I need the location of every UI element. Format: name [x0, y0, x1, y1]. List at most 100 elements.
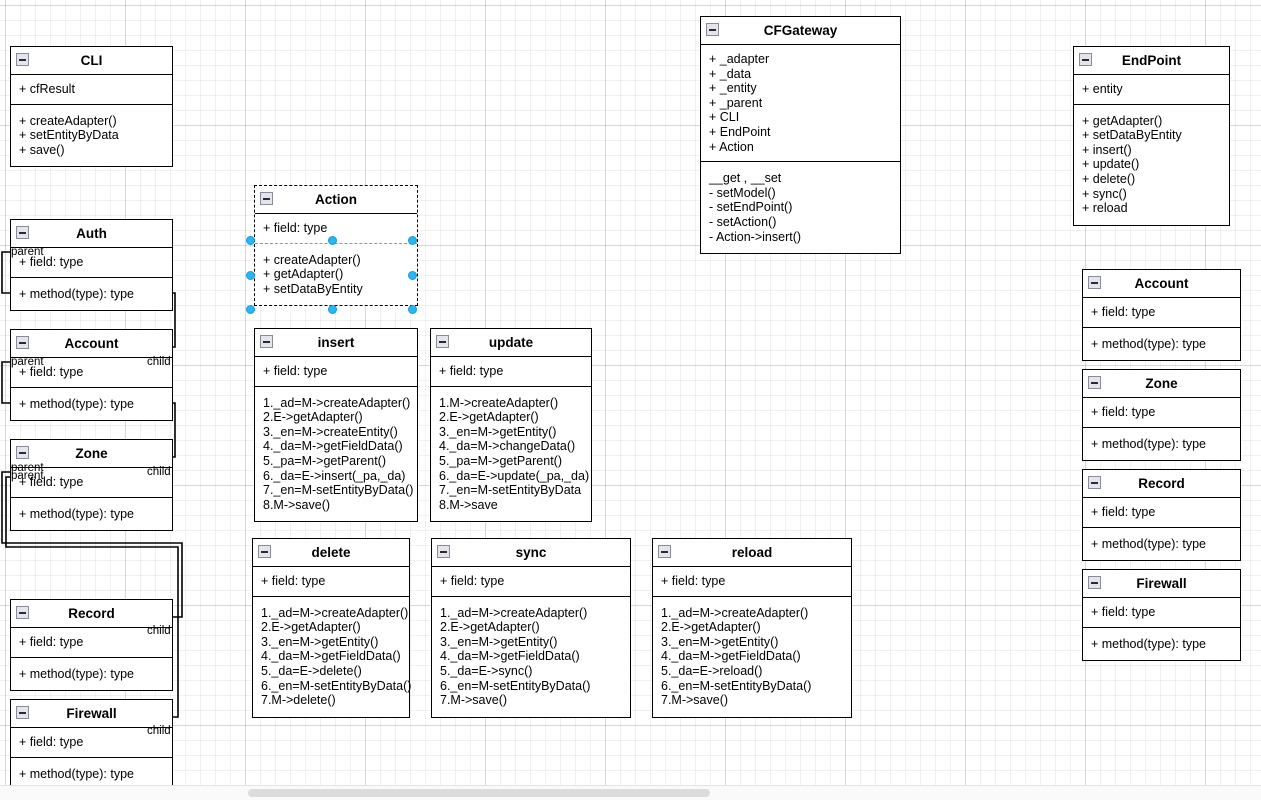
horizontal-scrollbar[interactable]: [0, 785, 1261, 800]
collapse-minus-icon[interactable]: [1088, 476, 1101, 489]
uml-class-name: Firewall: [1136, 576, 1187, 591]
uml-operation-row: 4._da=M->getFieldData(): [440, 649, 580, 664]
collapse-minus-icon[interactable]: [258, 545, 271, 558]
resize-handle[interactable]: [408, 236, 417, 245]
uml-operation-row: 4._da=M->getFieldData(): [661, 649, 801, 664]
uml-attributes-compartment: + field: type: [253, 567, 409, 597]
collapse-minus-icon[interactable]: [16, 336, 29, 349]
uml-attributes-compartment: + field: type: [255, 357, 417, 387]
uml-class-record-right[interactable]: Record+ field: type+ method(type): type: [1082, 469, 1241, 562]
uml-class-cfgateway[interactable]: CFGateway+ _adapter+ _data+ _entity+ _pa…: [700, 16, 901, 255]
resize-handle[interactable]: [408, 305, 417, 314]
uml-operation-row: 5._pa=M->getParent(): [439, 453, 562, 468]
uml-class-firewall-right[interactable]: Firewall+ field: type+ method(type): typ…: [1082, 569, 1241, 662]
uml-attributes-compartment: + field: type: [653, 567, 851, 597]
uml-class-account-right[interactable]: Account+ field: type+ method(type): type: [1082, 269, 1241, 362]
uml-operations-compartment: + getAdapter()+ setDataByEntity+ insert(…: [1074, 105, 1229, 225]
resize-handle[interactable]: [328, 305, 337, 314]
uml-operations-compartment: 1.M->createAdapter()2.E->getAdapter()3._…: [431, 387, 591, 522]
collapse-minus-icon[interactable]: [1088, 576, 1101, 589]
collapse-minus-icon[interactable]: [16, 606, 29, 619]
association-role-label: parent: [11, 356, 44, 368]
collapse-minus-icon[interactable]: [1079, 53, 1092, 66]
uml-attribute-row: + field: type: [19, 365, 84, 379]
uml-operation-row: 2.E->getAdapter(): [261, 620, 361, 635]
uml-attribute-row: + _data: [709, 66, 752, 81]
uml-operation-row: 3._en=M->getEntity(): [439, 424, 557, 439]
uml-class-title: Firewall: [1083, 570, 1240, 598]
uml-operations-compartment: + method(type): type: [1083, 528, 1240, 561]
uml-class-cli[interactable]: CLI+ cfResult+ createAdapter()+ setEntit…: [10, 46, 173, 168]
uml-operation-row: 3._en=M->getEntity(): [440, 634, 558, 649]
uml-operation-row: 7._en=M-setEntityByData: [439, 483, 582, 498]
uml-class-auth[interactable]: Auth+ field: type+ method(type): type: [10, 219, 173, 312]
collapse-minus-icon[interactable]: [706, 23, 719, 36]
uml-class-zone-left[interactable]: Zone+ field: type+ method(type): type: [10, 439, 173, 532]
uml-operations-compartment: 1._ad=M->createAdapter()2.E->getAdapter(…: [432, 597, 630, 717]
uml-operation-row: 5._da=E->sync(): [440, 663, 533, 678]
uml-attributes-compartment: + field: type: [432, 567, 630, 597]
uml-class-firewall-left[interactable]: Firewall+ field: type+ method(type): typ…: [10, 699, 173, 792]
collapse-minus-icon[interactable]: [436, 335, 449, 348]
uml-class-name: Account: [1134, 276, 1189, 291]
uml-operation-row: + method(type): type: [1091, 536, 1206, 551]
collapse-minus-icon[interactable]: [16, 706, 29, 719]
resize-handle[interactable]: [328, 236, 337, 245]
uml-class-endpoint[interactable]: EndPoint+ entity+ getAdapter()+ setDataB…: [1073, 46, 1230, 226]
uml-class-title: reload: [653, 539, 851, 567]
uml-operations-compartment: 1._ad=M->createAdapter()2.E->getAdapter(…: [255, 387, 417, 522]
collapse-minus-icon[interactable]: [1088, 376, 1101, 389]
uml-attributes-compartment: + field: type: [11, 628, 172, 658]
resize-handle[interactable]: [246, 236, 255, 245]
resize-handle[interactable]: [246, 305, 255, 314]
collapse-minus-icon[interactable]: [260, 192, 273, 205]
association-role-label: parent: [11, 470, 44, 482]
horizontal-scrollbar-thumb[interactable]: [248, 789, 710, 797]
uml-operation-row: + method(type): type: [1091, 636, 1206, 651]
uml-attribute-row: + field: type: [263, 221, 328, 235]
collapse-minus-icon[interactable]: [1088, 276, 1101, 289]
uml-attribute-row: + field: type: [661, 574, 726, 588]
uml-class-action[interactable]: Action+ field: type+ createAdapter()+ ge…: [254, 185, 418, 307]
uml-class-title: Record: [11, 600, 172, 628]
uml-class-name: CFGateway: [763, 23, 838, 38]
resize-handle[interactable]: [246, 271, 255, 280]
uml-operation-row: + getAdapter(): [1082, 113, 1163, 128]
collapse-minus-icon[interactable]: [658, 545, 671, 558]
resize-handle[interactable]: [408, 271, 417, 280]
uml-class-zone-right[interactable]: Zone+ field: type+ method(type): type: [1082, 369, 1241, 462]
collapse-minus-icon[interactable]: [260, 335, 273, 348]
uml-class-account-left[interactable]: Account + field: type + method(type): type: [10, 329, 173, 422]
uml-operation-row: + reload: [1082, 201, 1128, 216]
uml-class-name: EndPoint: [1121, 53, 1182, 68]
uml-operation-row: 2.E->getAdapter(): [439, 410, 539, 425]
uml-operation-row: + setEntityByData: [19, 128, 119, 143]
uml-operation-row: + method(type): type: [19, 286, 134, 301]
uml-class-title: sync: [432, 539, 630, 567]
collapse-minus-icon[interactable]: [16, 226, 29, 239]
uml-attribute-row: + field: type: [19, 635, 84, 649]
uml-operation-row: 1._ad=M->createAdapter(): [440, 605, 588, 620]
association-role-label: child: [147, 625, 171, 637]
collapse-minus-icon[interactable]: [437, 545, 450, 558]
collapse-minus-icon[interactable]: [16, 53, 29, 66]
uml-operation-row: + method(type): type: [19, 396, 134, 411]
uml-class-record-left[interactable]: Record+ field: type+ method(type): type: [10, 599, 173, 692]
uml-operation-row: + method(type): type: [1091, 336, 1206, 351]
association-role-label: parent: [11, 462, 44, 474]
uml-attribute-row: + CLI: [709, 110, 740, 125]
uml-operation-row: 5._da=E->delete(): [261, 663, 362, 678]
uml-class-name: sync: [515, 545, 547, 560]
uml-attributes-compartment: + field: type: [11, 248, 172, 278]
uml-operation-row: 3._en=M->createEntity(): [263, 424, 398, 439]
uml-attributes-compartment: + field: type: [11, 468, 172, 498]
collapse-minus-icon[interactable]: [16, 446, 29, 459]
uml-operation-row: 8.M->save: [439, 497, 498, 512]
uml-class-title: Account: [11, 330, 172, 358]
